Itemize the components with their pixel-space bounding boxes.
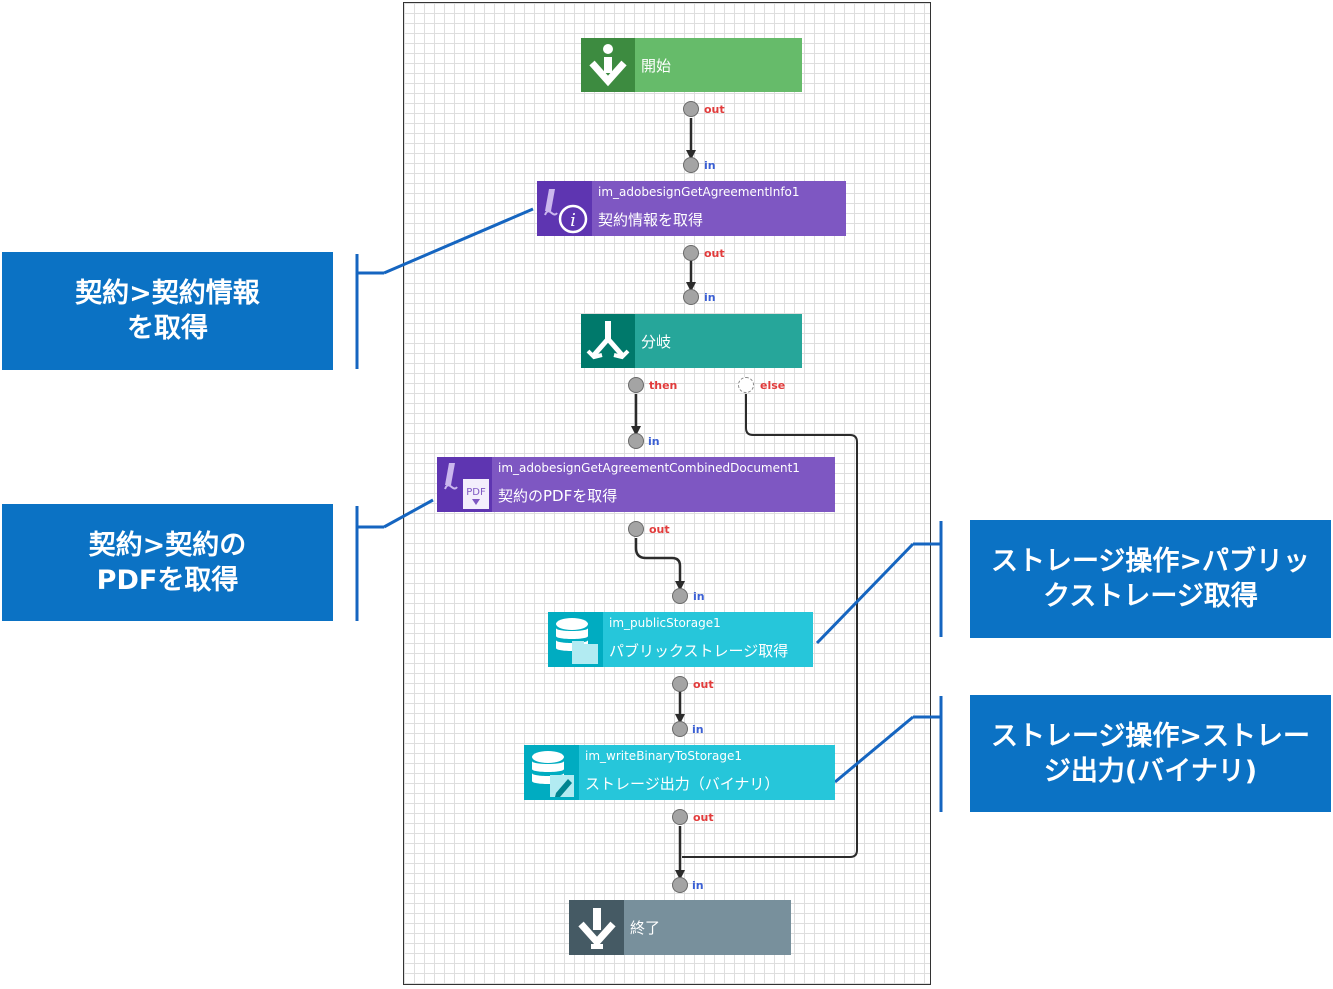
port-label-in: in: [704, 291, 716, 304]
pdf-icon: PDF: [437, 457, 492, 512]
edge-pdf-to-storage: [634, 538, 685, 591]
write-binary-storage-node[interactable]: im_writeBinaryToStorage1 ストレージ出力（バイナリ）: [524, 745, 835, 800]
svg-text:i: i: [570, 210, 576, 231]
storage-icon: [548, 612, 603, 667]
branch-else-port[interactable]: [738, 377, 754, 393]
port-label-in: in: [692, 723, 704, 736]
port-label-in: in: [704, 159, 716, 172]
agreement-info-icon: i: [537, 181, 592, 236]
callout-text: ストレージ操作>パブリッ クストレージ取得: [990, 546, 1311, 612]
callout-write-storage: ストレージ操作>ストレー ジ出力(バイナリ): [970, 695, 1331, 812]
end-arrow-icon: [569, 900, 624, 955]
callout-leader-write: [834, 715, 914, 784]
callout-bracket-pdf: [355, 506, 384, 621]
callout-bracket-write: [913, 696, 943, 812]
start-node[interactable]: 開始: [581, 38, 802, 92]
write-storage-in-port[interactable]: [672, 721, 688, 737]
end-node[interactable]: 終了: [569, 900, 791, 955]
callout-agreement-info: 契約>契約情報 を取得: [2, 252, 333, 370]
get-agreement-pdf-node[interactable]: PDF im_adobesignGetAgreementCombinedDocu…: [437, 457, 835, 512]
node-label: 契約情報を取得: [598, 211, 704, 229]
public-storage-in-port[interactable]: [672, 588, 688, 604]
port-label-out: out: [649, 523, 670, 536]
start-out-port[interactable]: [683, 101, 699, 117]
get-agreement-info-node[interactable]: i im_adobesignGetAgreementInfo1 契約情報を取得: [537, 181, 846, 236]
end-in-port[interactable]: [672, 877, 688, 893]
callout-agreement-pdf: 契約>契約の PDFを取得: [2, 504, 333, 621]
pdf-out-port[interactable]: [628, 521, 644, 537]
callout-text: ストレージ操作>ストレー ジ出力(バイナリ): [990, 720, 1311, 787]
branch-in-port[interactable]: [683, 289, 699, 305]
node-label: 契約のPDFを取得: [498, 487, 618, 505]
callout-bracket-public: [913, 521, 943, 637]
edge-branch-else: [682, 394, 858, 858]
start-node-label: 開始: [641, 56, 672, 75]
port-label-out: out: [704, 103, 725, 116]
port-label-else: else: [760, 379, 786, 392]
callout-leader-info: [383, 207, 534, 275]
pdf-icon-text: PDF: [466, 487, 486, 498]
port-label-then: then: [649, 379, 678, 392]
callout-leader-public: [815, 542, 915, 645]
callout-leader-pdf: [383, 498, 434, 529]
callout-public-storage: ストレージ操作>パブリッ クストレージ取得: [970, 520, 1331, 638]
port-label-in: in: [693, 590, 705, 603]
public-storage-out-port[interactable]: [672, 676, 688, 692]
port-label-out: out: [704, 247, 725, 260]
branch-node[interactable]: 分岐: [581, 314, 802, 368]
info-out-port[interactable]: [683, 245, 699, 261]
port-label-in: in: [648, 435, 660, 448]
storage-write-icon: [524, 745, 579, 800]
node-id: im_adobesignGetAgreementInfo1: [598, 185, 800, 199]
callout-text: 契約>契約の PDFを取得: [88, 529, 247, 596]
node-label: ストレージ出力（バイナリ）: [585, 775, 780, 793]
node-id: im_writeBinaryToStorage1: [585, 749, 742, 763]
pdf-in-port[interactable]: [628, 433, 644, 449]
branch-icon: [581, 314, 635, 368]
branch-node-label: 分岐: [641, 332, 672, 351]
node-label: パブリックストレージ取得: [609, 642, 789, 660]
info-in-port[interactable]: [683, 157, 699, 173]
port-label-out: out: [693, 811, 714, 824]
callout-text: 契約>契約情報 を取得: [75, 278, 260, 344]
node-id: im_publicStorage1: [609, 616, 721, 630]
public-storage-node[interactable]: im_publicStorage1 パブリックストレージ取得: [548, 612, 813, 667]
port-label-out: out: [693, 678, 714, 691]
write-storage-out-port[interactable]: [672, 809, 688, 825]
end-node-label: 終了: [630, 919, 661, 937]
callout-bracket-info: [355, 254, 384, 369]
branch-then-port[interactable]: [628, 377, 644, 393]
port-label-in: in: [692, 879, 704, 892]
node-id: im_adobesignGetAgreementCombinedDocument…: [498, 461, 800, 475]
arrow-down-icon: [581, 38, 635, 92]
